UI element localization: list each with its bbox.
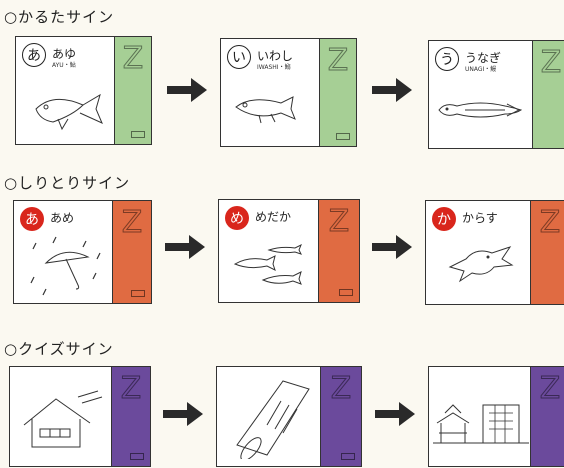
right-arrow-icon: [165, 235, 205, 259]
castle-buildings-drawing: [433, 404, 529, 444]
sign-card-castle: Z: [428, 366, 564, 467]
killifish-drawing: [233, 244, 302, 285]
crow-drawing: [448, 246, 514, 283]
stripe-z-mark: Z: [121, 205, 143, 241]
stripe-z-mark: Z: [539, 371, 561, 407]
sign-card-ayu: あ あゆ AYU・鮎 Z: [15, 36, 152, 145]
stripe-slot: [131, 131, 145, 138]
right-arrow-icon: [167, 78, 207, 102]
sweetfish-drawing: [35, 93, 103, 131]
sign-card-ame: あ あめ Z: [13, 200, 152, 304]
rain-umbrella-drawing: [30, 236, 101, 296]
card-word: あゆ: [52, 47, 77, 61]
stripe-slot: [339, 289, 353, 296]
stripe-slot: [336, 133, 350, 140]
card-romaji: IWASHI・鰯: [257, 64, 291, 71]
letter-badge: あ: [20, 207, 44, 231]
card-word: めだか: [255, 210, 292, 224]
stripe-z-mark: Z: [540, 45, 562, 81]
color-stripe: Z: [111, 367, 150, 466]
card-word: あめ: [50, 211, 75, 225]
sardine-drawing: [235, 96, 296, 124]
stripe-z-mark: Z: [122, 41, 144, 77]
right-arrow-icon: [375, 402, 415, 426]
section-title: ○しりとりサイン: [4, 174, 131, 192]
section-title: ○かるたサイン: [4, 8, 115, 26]
sign-card-iwashi: い いわし IWASHI・鰯 Z: [220, 38, 357, 147]
letter-badge: め: [225, 206, 249, 230]
color-stripe: Z: [319, 39, 356, 146]
letter-badge: か: [432, 207, 456, 231]
sign-card-karasu: か からす Z: [425, 200, 564, 305]
card-word: からす: [462, 211, 498, 225]
stripe-z-mark: Z: [539, 205, 561, 241]
card-romaji: AYU・鮎: [52, 62, 76, 69]
stripe-z-mark: Z: [328, 204, 350, 240]
letter-badge: う: [435, 47, 459, 71]
stripe-slot: [341, 453, 355, 460]
right-arrow-icon: [372, 78, 412, 102]
color-stripe: Z: [320, 367, 361, 466]
scroll-drawing: [236, 380, 310, 459]
letter-badge: い: [227, 45, 251, 69]
stripe-slot: [131, 290, 145, 297]
house-drawing: [23, 390, 103, 448]
color-stripe: Z: [530, 201, 564, 304]
color-stripe: Z: [318, 200, 359, 302]
stripe-z-mark: Z: [327, 43, 349, 79]
right-arrow-icon: [163, 402, 203, 426]
stripe-z-mark: Z: [330, 371, 352, 407]
right-arrow-icon: [372, 235, 412, 259]
sign-card-house: Z: [9, 366, 151, 467]
card-word: いわし: [257, 49, 294, 63]
sign-card-unagi: う うなぎ UNAGI・鰻 Z: [428, 40, 564, 149]
letter-badge: あ: [22, 43, 46, 67]
section-title: ○クイズサイン: [4, 340, 114, 358]
eel-drawing: [438, 102, 523, 118]
color-stripe: Z: [114, 37, 151, 144]
card-romaji: UNAGI・鰻: [465, 66, 497, 73]
stripe-slot: [130, 453, 144, 460]
color-stripe: Z: [112, 201, 151, 303]
card-word: うなぎ: [465, 51, 502, 65]
color-stripe: Z: [532, 41, 564, 148]
color-stripe: Z: [530, 367, 564, 466]
sign-card-medaka: め めだか Z: [218, 199, 360, 303]
sign-card-scroll: Z: [216, 366, 362, 467]
stripe-z-mark: Z: [120, 371, 142, 407]
